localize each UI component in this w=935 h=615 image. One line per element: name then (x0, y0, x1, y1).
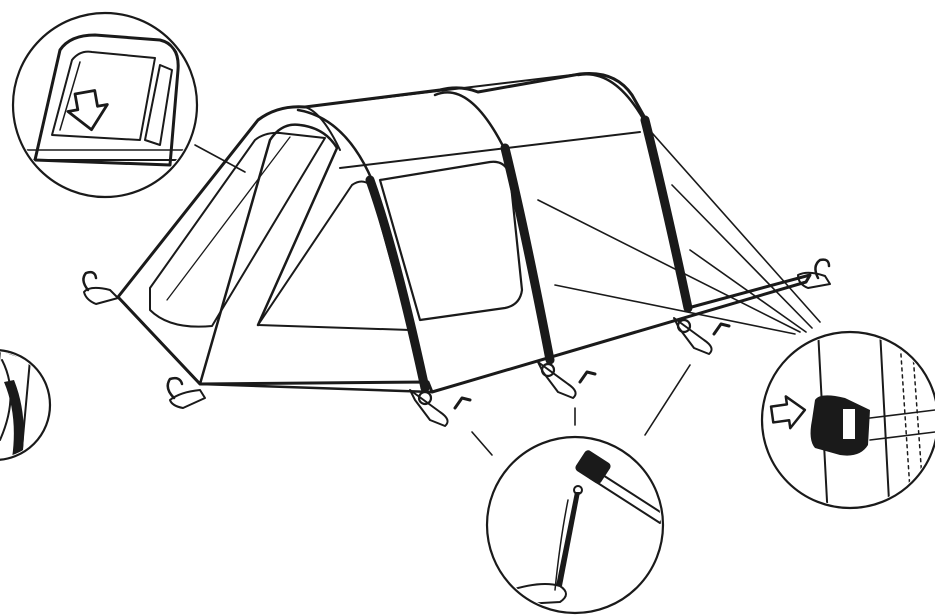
front-door-panel (198, 123, 339, 386)
mallet-icon (575, 450, 661, 524)
arrow-right-icon (769, 395, 807, 430)
guy-lines (537, 124, 821, 335)
window-rollup-detail (11, 11, 199, 199)
side-pole-detail (0, 349, 52, 461)
peg-front-left (82, 270, 119, 305)
buckle-tension-detail (760, 330, 935, 510)
peg-guy-anchor (797, 258, 831, 289)
peg-pole-1 (409, 389, 472, 427)
pole-sleeves (296, 72, 693, 393)
callout-leaders (194, 144, 691, 456)
tent-body (116, 71, 812, 394)
peg-hammer-detail (485, 435, 665, 615)
peg-pole-2 (537, 361, 597, 399)
side-window (378, 160, 524, 322)
front-window (149, 131, 326, 328)
arrow-down-icon (66, 89, 109, 132)
tent-illustration (82, 71, 831, 456)
peg-pole-3 (673, 317, 731, 355)
peg-front-right (166, 376, 206, 409)
